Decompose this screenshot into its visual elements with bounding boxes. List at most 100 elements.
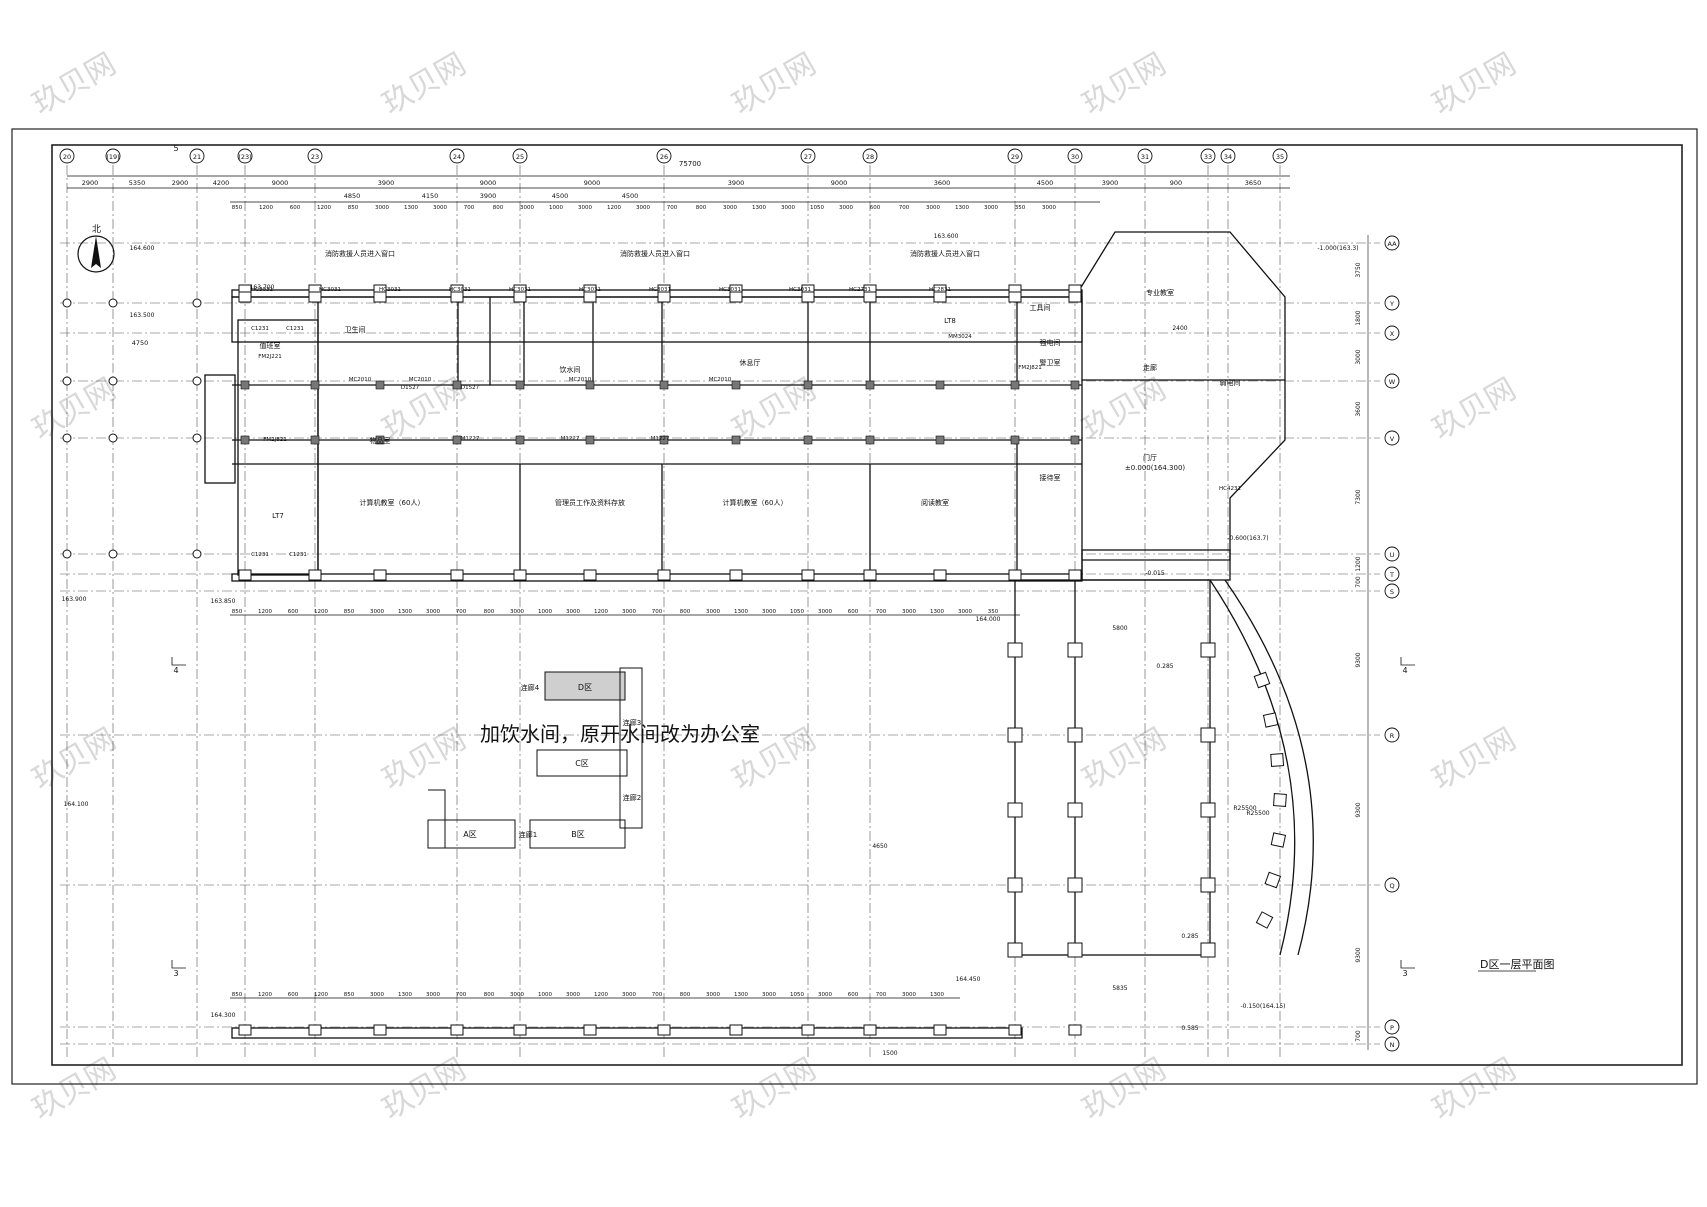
dim-row3: 600	[290, 205, 301, 211]
column	[583, 1024, 597, 1036]
column	[1253, 671, 1271, 689]
watermark-text: 玖贝网	[27, 722, 122, 797]
axis-bubble	[449, 148, 465, 164]
axis-bubble	[1384, 583, 1400, 599]
door-label: HC3031	[789, 287, 811, 293]
column	[513, 1024, 527, 1036]
column	[452, 380, 462, 390]
elevation-mark: -0.150(164.15)	[1240, 1003, 1285, 1010]
dim-row1: 4200	[213, 179, 230, 187]
section-mark: 5	[173, 144, 178, 153]
room-label-watch: 值班室	[260, 341, 281, 350]
axis-bubble-label: 29	[1011, 153, 1019, 161]
elevation-mark: 0.585	[1181, 1025, 1198, 1032]
watermark-text: 玖贝网	[727, 1052, 822, 1127]
dim-row-lower: 1300	[398, 992, 412, 998]
column	[1200, 642, 1216, 658]
dim-row1: 9000	[480, 179, 497, 187]
column	[1270, 832, 1287, 848]
column	[308, 569, 322, 581]
room-label-guard: 警卫室	[1040, 358, 1061, 367]
dim-row-bottom: 1000	[538, 609, 552, 615]
dim-row-lower: 700	[456, 992, 467, 998]
dim-row3: 3000	[1042, 205, 1056, 211]
outer-frame	[11, 128, 1698, 1085]
column	[1264, 871, 1282, 889]
column	[729, 291, 743, 303]
room-label-stair7: LT7	[272, 512, 284, 520]
column	[659, 380, 669, 390]
dim-label: 2400	[1172, 325, 1187, 332]
dim-row-lower: 3000	[762, 992, 776, 998]
column	[1008, 1024, 1022, 1036]
watermark-text: 玖贝网	[377, 1052, 472, 1127]
axis-grid-lines	[60, 165, 1380, 1060]
column	[108, 549, 118, 559]
column	[801, 569, 815, 581]
axis-bubble	[1220, 148, 1236, 164]
watermark-text: 玖贝网	[727, 47, 822, 122]
axis-bubble	[105, 148, 121, 164]
dim-row-bottom: 1200	[594, 609, 608, 615]
room-label-mgmt: 管理员工作及资料存放	[555, 498, 625, 507]
column	[585, 380, 595, 390]
elevation-mark: R25500	[1233, 805, 1256, 812]
dim-row1: 3600	[934, 179, 951, 187]
dim-row2: 4150	[422, 192, 439, 200]
door-label: MC2010	[709, 377, 732, 383]
dim-row3: 1300	[955, 205, 969, 211]
section-cut	[171, 960, 186, 969]
site-label-link1: 连廊1	[519, 830, 537, 839]
axis-bubble-label: 33	[1204, 153, 1212, 161]
axis-bubble-label: 28	[866, 153, 874, 161]
column	[657, 291, 671, 303]
room-label-fire3: 消防救援人员进入窗口	[910, 249, 980, 258]
watermark-text: 玖贝网	[1427, 47, 1522, 122]
dim-row-lower: 700	[876, 992, 887, 998]
dim-row-bottom: 3000	[818, 609, 832, 615]
axis-bubble-label: 34	[1224, 153, 1232, 161]
watermark-text: 玖贝网	[1077, 47, 1172, 122]
door-label: C1231	[286, 326, 304, 332]
elevation-mark: 163.900	[62, 596, 87, 603]
dim-row1: 3900	[378, 179, 395, 187]
column	[1007, 877, 1023, 893]
room-label-hall_elev: ±0.000(164.300)	[1125, 464, 1186, 472]
elevation-mark: 163.850	[211, 598, 236, 605]
column	[238, 1024, 252, 1036]
watermark-text: 玖贝网	[1427, 372, 1522, 447]
column	[583, 569, 597, 581]
door-label: HC3031	[719, 287, 741, 293]
door-label: FM2J821	[263, 437, 287, 443]
room-label-elec: 强电间	[1040, 338, 1061, 347]
dim-row-bottom: 3000	[426, 609, 440, 615]
axis-bubble	[1384, 295, 1400, 311]
column	[933, 569, 947, 581]
dim-row-bottom: 350	[988, 609, 999, 615]
column	[1070, 380, 1080, 390]
svg-text:北: 北	[92, 224, 101, 235]
column	[659, 435, 669, 445]
dim-row-lower: 3000	[622, 992, 636, 998]
room-label-corridor: 走廊	[1143, 363, 1157, 372]
watermark-text: 玖贝网	[1077, 372, 1172, 447]
text-layer: 值班室LT7LT8计算机教室（60人）管理员工作及资料存放计算机教室（60人）阅…	[62, 233, 1415, 1057]
column	[515, 435, 525, 445]
room-label-computer2: 计算机教室（60人）	[723, 498, 788, 507]
dim-row-bottom: 1200	[258, 609, 272, 615]
axis-bubble-label: AA	[1387, 240, 1397, 248]
column	[375, 435, 385, 445]
door-label: FM2J221	[258, 354, 282, 360]
axis-bubble-label: U	[1390, 551, 1395, 559]
column	[863, 291, 877, 303]
column	[62, 376, 72, 386]
dim-row-bottom: 700	[876, 609, 887, 615]
dim-row1: 9000	[831, 179, 848, 187]
section-mark: 4	[173, 666, 178, 675]
dim-row1: 2900	[82, 179, 99, 187]
column	[1008, 569, 1022, 581]
column	[801, 291, 815, 303]
column	[583, 291, 597, 303]
column	[1007, 942, 1023, 958]
